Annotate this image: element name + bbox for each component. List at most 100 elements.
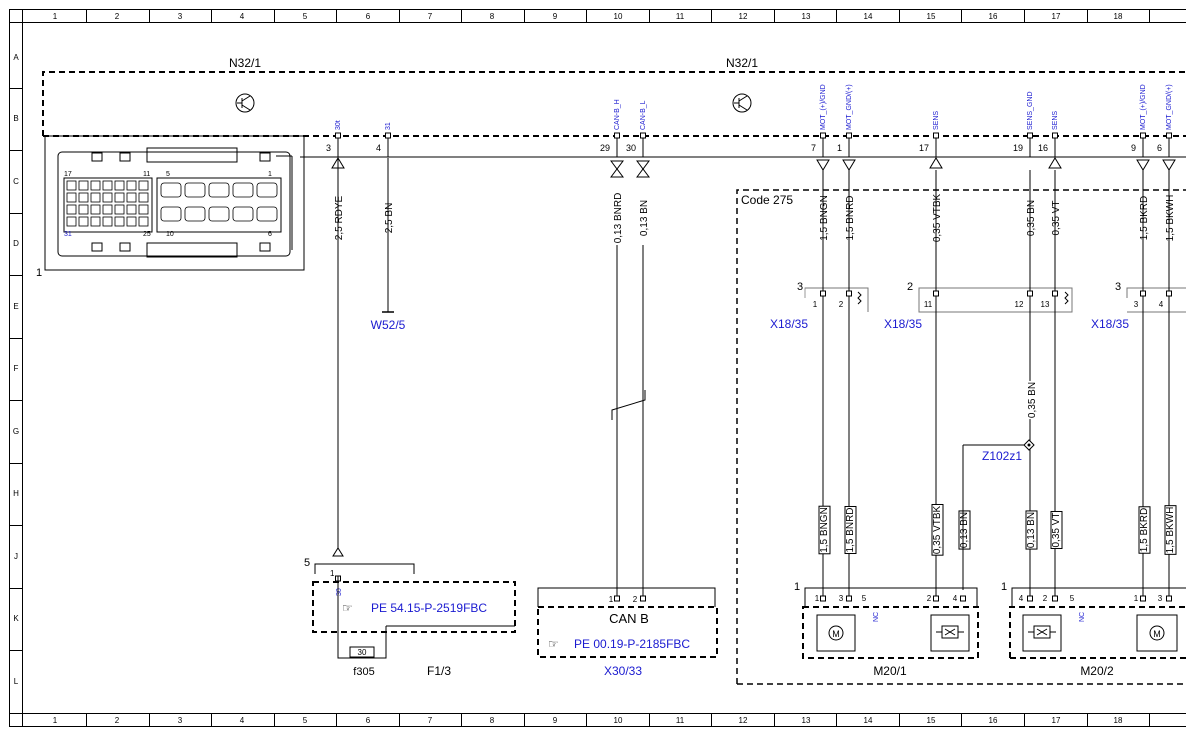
- column-label: 17: [1052, 716, 1061, 725]
- column-label: 7: [428, 12, 433, 21]
- pin-terminal: [846, 595, 852, 602]
- column-label: 8: [490, 12, 495, 21]
- pin-terminal: [614, 595, 620, 602]
- pin-signal-label: SENS: [933, 111, 940, 130]
- row-label: L: [14, 677, 19, 686]
- cavity: [66, 180, 77, 191]
- cavity: [126, 192, 137, 203]
- column-label: 18: [1114, 12, 1123, 21]
- cavity: [126, 216, 137, 227]
- x18-pin: 12: [1015, 300, 1024, 309]
- row-label: B: [13, 114, 18, 123]
- pin-signal-label: MOT_GND/(+): [1166, 84, 1173, 130]
- fuse-value: 30: [358, 648, 367, 657]
- column-label: 3: [178, 12, 183, 21]
- pin-signal-label: MOT_(+)/GND: [1140, 84, 1147, 130]
- motor-pin: 1: [815, 594, 820, 603]
- wire-label: 0,35 VTBK: [932, 505, 943, 554]
- cavity: [160, 206, 182, 222]
- can-reference-link[interactable]: PE 00.19-P-2185FBC: [574, 637, 690, 651]
- direction-arrow-down-icon: [1136, 159, 1150, 171]
- bidirectional-arrow-icon: [610, 160, 624, 170]
- cavity: [256, 206, 278, 222]
- x18-pin: 11: [924, 300, 933, 309]
- cavity: [78, 204, 89, 215]
- pin-terminal: [1140, 595, 1146, 602]
- x18-pin: 13: [1041, 300, 1050, 309]
- label-bg: [958, 510, 971, 550]
- pin-number: 19: [1013, 143, 1023, 153]
- x18-springs: [857, 291, 1069, 305]
- wire-label: 1,5 BKRD: [1139, 508, 1150, 552]
- pin-terminal: [614, 132, 620, 139]
- label-bg: [818, 505, 831, 555]
- x18-terminal: [846, 290, 852, 297]
- fuse-reference-link[interactable]: PE 54.15-P-2519FBC: [371, 601, 487, 615]
- fuse-signal: 30: [336, 588, 343, 596]
- cavity: [102, 180, 113, 191]
- can-pin: 2: [633, 595, 638, 604]
- pin-number: 4: [376, 143, 381, 153]
- motor-m20-1: 1 1 3 5 2 4 NC M M20/1: [794, 581, 979, 678]
- label-bg: [1025, 510, 1038, 550]
- cavity: [114, 192, 125, 203]
- column-label: 15: [927, 12, 936, 21]
- column-label: 1: [53, 716, 58, 725]
- row-label: K: [13, 614, 19, 623]
- wire-label: 0,13 BN: [1026, 512, 1037, 548]
- wire-label: 0,13 BNRD: [613, 193, 624, 244]
- x18-terminal: [1052, 290, 1058, 297]
- motor-pin: 2: [1043, 594, 1048, 603]
- x18-label: X18/35: [770, 317, 808, 331]
- column-label: 9: [553, 12, 558, 21]
- x18-terminal: [1166, 290, 1172, 297]
- cavity: [114, 180, 125, 191]
- motor-icon: M: [828, 625, 844, 641]
- label-bg: [932, 192, 943, 244]
- label-bg: [1026, 198, 1037, 238]
- column-label: 2: [115, 12, 120, 21]
- column-label: 8: [490, 716, 495, 725]
- cavity: [102, 192, 113, 203]
- connector-item-number: 1: [36, 267, 42, 279]
- connector-number: 17: [64, 171, 72, 178]
- pin-terminal: [960, 595, 966, 602]
- pin-terminal: [1140, 132, 1146, 139]
- motor-pin: 5: [1070, 594, 1075, 603]
- pin-number: 9: [1131, 143, 1136, 153]
- cavity: [138, 180, 149, 191]
- row-label: A: [13, 53, 19, 62]
- wire-label: 0,35 VT: [1051, 200, 1062, 235]
- cavity: [114, 216, 125, 227]
- row-label: D: [13, 239, 19, 248]
- label-bg: [1138, 506, 1151, 554]
- label-bg: [844, 505, 857, 555]
- pin-terminal: [933, 132, 939, 139]
- pin-terminal: [933, 595, 939, 602]
- column-label: 13: [802, 716, 811, 725]
- label-bg: [334, 194, 345, 242]
- no-connect-label: NC: [873, 612, 880, 622]
- pin-number: 3: [326, 143, 331, 153]
- wire-label: 1,5 BNGN: [819, 195, 830, 241]
- cavity: [78, 180, 89, 191]
- pointing-hand-icon: ☞: [342, 601, 353, 615]
- pin-terminal: [820, 595, 826, 602]
- motor-pin: 5: [862, 594, 867, 603]
- connector-number: 5: [166, 171, 170, 178]
- column-label: 6: [366, 716, 371, 725]
- x18-35-connectors: [804, 287, 1186, 313]
- label-bg: [639, 198, 650, 238]
- pin-signal-label: 31: [385, 122, 392, 130]
- wire-label: 1,5 BNRD: [845, 507, 856, 552]
- cavity: [208, 206, 230, 222]
- column-label: 6: [366, 12, 371, 21]
- column-label: 2: [115, 716, 120, 725]
- fuse-item: 5: [304, 557, 310, 569]
- bidirectional-arrow-icon: [636, 168, 650, 178]
- x18-item: 2: [907, 281, 913, 293]
- wire-label: 1,5 BKRD: [1139, 196, 1150, 240]
